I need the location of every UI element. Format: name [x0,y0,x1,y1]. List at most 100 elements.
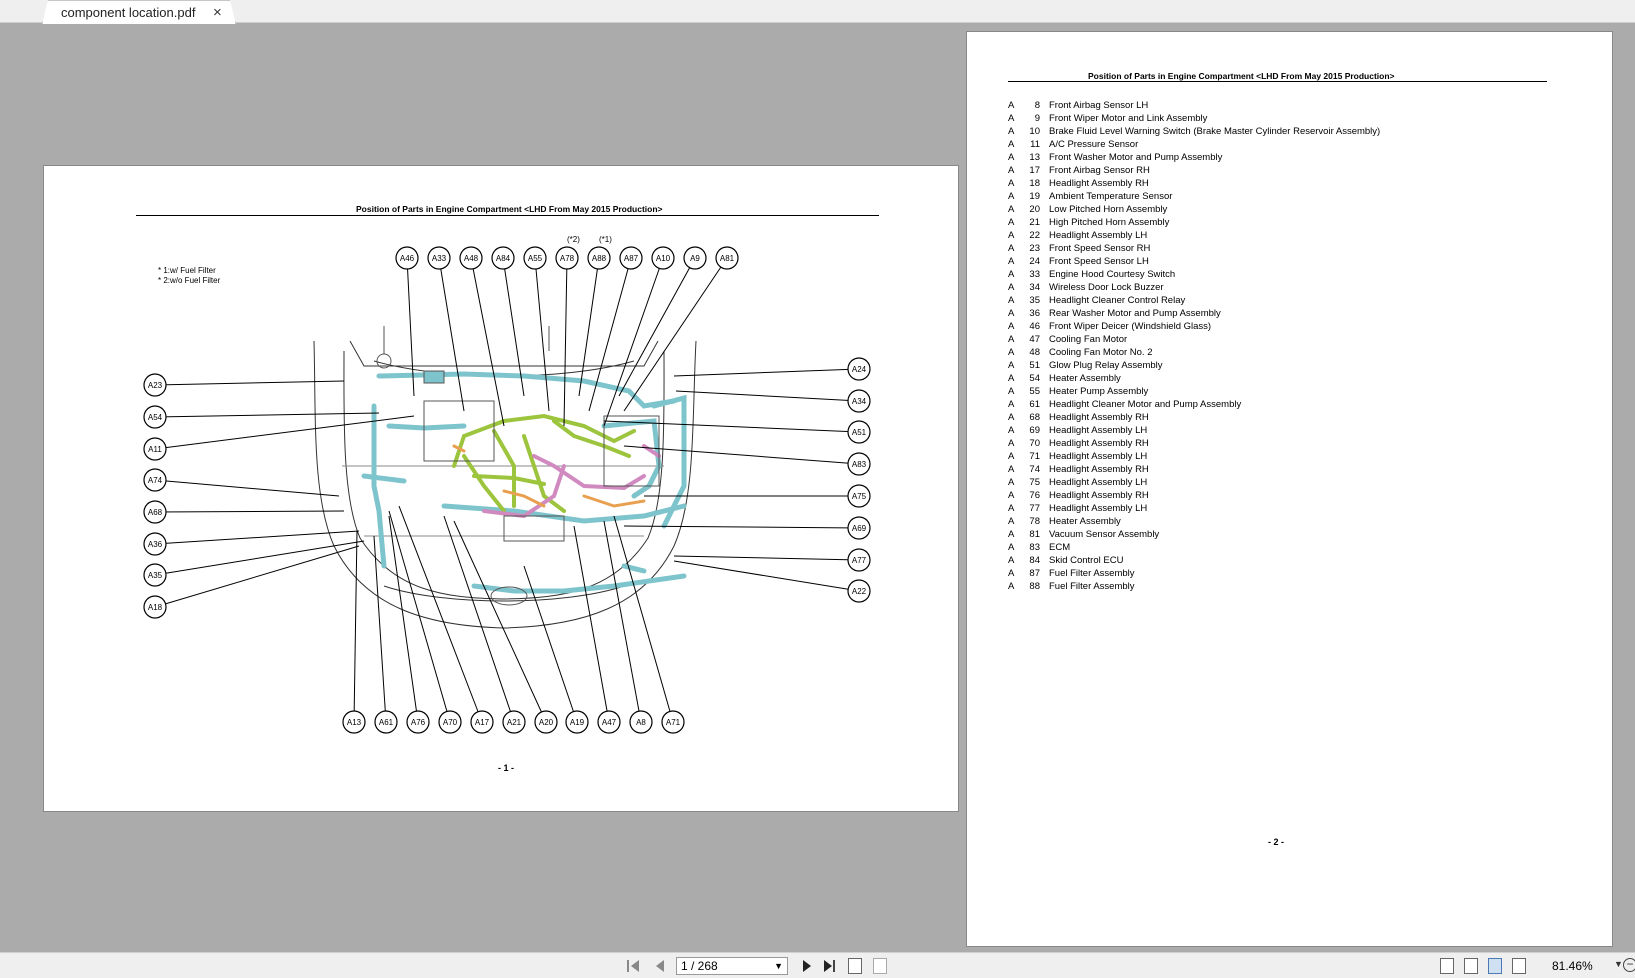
car-outline [313,340,697,629]
prev-page-icon[interactable] [652,958,670,974]
callout-left: A23 [143,373,167,397]
page-2: Position of Parts in Engine Compartment … [966,31,1613,947]
leader-line [623,525,860,529]
leader-line [588,257,632,412]
component-name: Front Wiper Deicer (Windshield Glass) [1049,321,1212,332]
callout-label: A13 [347,718,362,727]
component-name: Low Pitched Horn Assembly [1049,204,1168,215]
leader-line [406,257,415,397]
component-number: 51 [1029,360,1040,371]
callout-label: A61 [379,718,394,727]
component-letter: A [1008,451,1015,462]
component-name: ECM [1049,542,1071,553]
callout-label: A46 [400,254,415,263]
component-letter: A [1008,100,1015,111]
first-page-icon[interactable] [626,958,644,974]
page-1: Position of Parts in Engine Compartment … [43,165,959,812]
chevron-down-icon[interactable]: ▼ [1614,959,1623,969]
component-letter: A [1008,308,1015,319]
zoom-level[interactable]: 81.46% [1552,959,1593,973]
two-page-icon[interactable] [1488,958,1502,974]
callout-label: A81 [720,254,735,263]
component-letter: A [1008,425,1015,436]
callout-label: A11 [148,445,162,454]
zoom-out-icon[interactable]: − [1623,958,1635,972]
rotate-icon[interactable] [848,958,862,974]
callout-label: A77 [852,556,867,565]
leader-line [603,420,860,433]
callout-left: A18 [143,595,167,619]
note-star1: (*1) [599,235,612,244]
component-letter: A [1008,295,1015,306]
component-number: 23 [1029,243,1040,254]
leader-line [398,505,483,723]
callout-circle [847,579,871,603]
callout-circle [374,710,398,734]
callout-circle [143,405,167,429]
callout-left: A36 [143,532,167,556]
close-icon[interactable]: × [213,4,222,21]
leader-line [154,415,415,450]
callout-right: A83 [847,452,871,476]
component-letter: A [1008,269,1015,280]
component-number: 83 [1029,542,1040,553]
component-name: Headlight Assembly RH [1049,178,1149,189]
callout-circle [143,373,167,397]
component-letter: A [1008,399,1015,410]
callout-right: A75 [847,484,871,508]
component-number: 19 [1029,191,1040,202]
single-page-icon[interactable] [1440,958,1454,974]
leader-line [453,520,547,723]
title-rule [1008,81,1547,82]
chevron-down-icon[interactable]: ▼ [774,961,783,971]
component-number: 47 [1029,334,1040,345]
callout-right: A51 [847,420,871,444]
leader-line [523,565,578,723]
document-tab[interactable]: component location.pdf × [42,0,236,24]
document-viewer[interactable]: Position of Parts in Engine Compartment … [0,24,1635,952]
component-letter: A [1008,360,1015,371]
component-letter: A [1008,503,1015,514]
leader-line [438,257,465,412]
callout-circle [847,420,871,444]
callout-circle [502,710,526,734]
continuous-icon[interactable] [1464,958,1478,974]
component-letter: A [1008,321,1015,332]
component-name: Skid Control ECU [1049,555,1124,566]
last-page-icon[interactable] [822,958,840,974]
leader-line [388,510,451,723]
component-number: 81 [1029,529,1040,540]
component-name: Heater Pump Assembly [1049,386,1149,397]
page-title: Position of Parts in Engine Compartment … [1088,71,1395,81]
component-letter: A [1008,386,1015,397]
component-number: 69 [1029,425,1040,436]
fit-icon[interactable] [873,958,887,974]
callout-circle [715,246,739,270]
callout-bottom: A8 [629,710,653,734]
component-letter: A [1008,178,1015,189]
callout-top: A84 [491,246,515,270]
callout-circle [143,468,167,492]
callout-label: A83 [852,460,867,469]
callout-circle [847,516,871,540]
callout-circle [847,452,871,476]
callout-circle [565,710,589,734]
engine-block [376,326,660,606]
two-page-continuous-icon[interactable] [1512,958,1526,974]
title-rule [136,215,879,216]
component-number: 70 [1029,438,1040,449]
callout-bottom: A47 [597,710,621,734]
next-page-icon[interactable] [798,958,816,974]
page-number-input[interactable]: 1 / 268 ▼ [676,957,788,975]
callout-circle [597,710,621,734]
callout-circle [406,710,430,734]
leader-line [154,530,360,545]
